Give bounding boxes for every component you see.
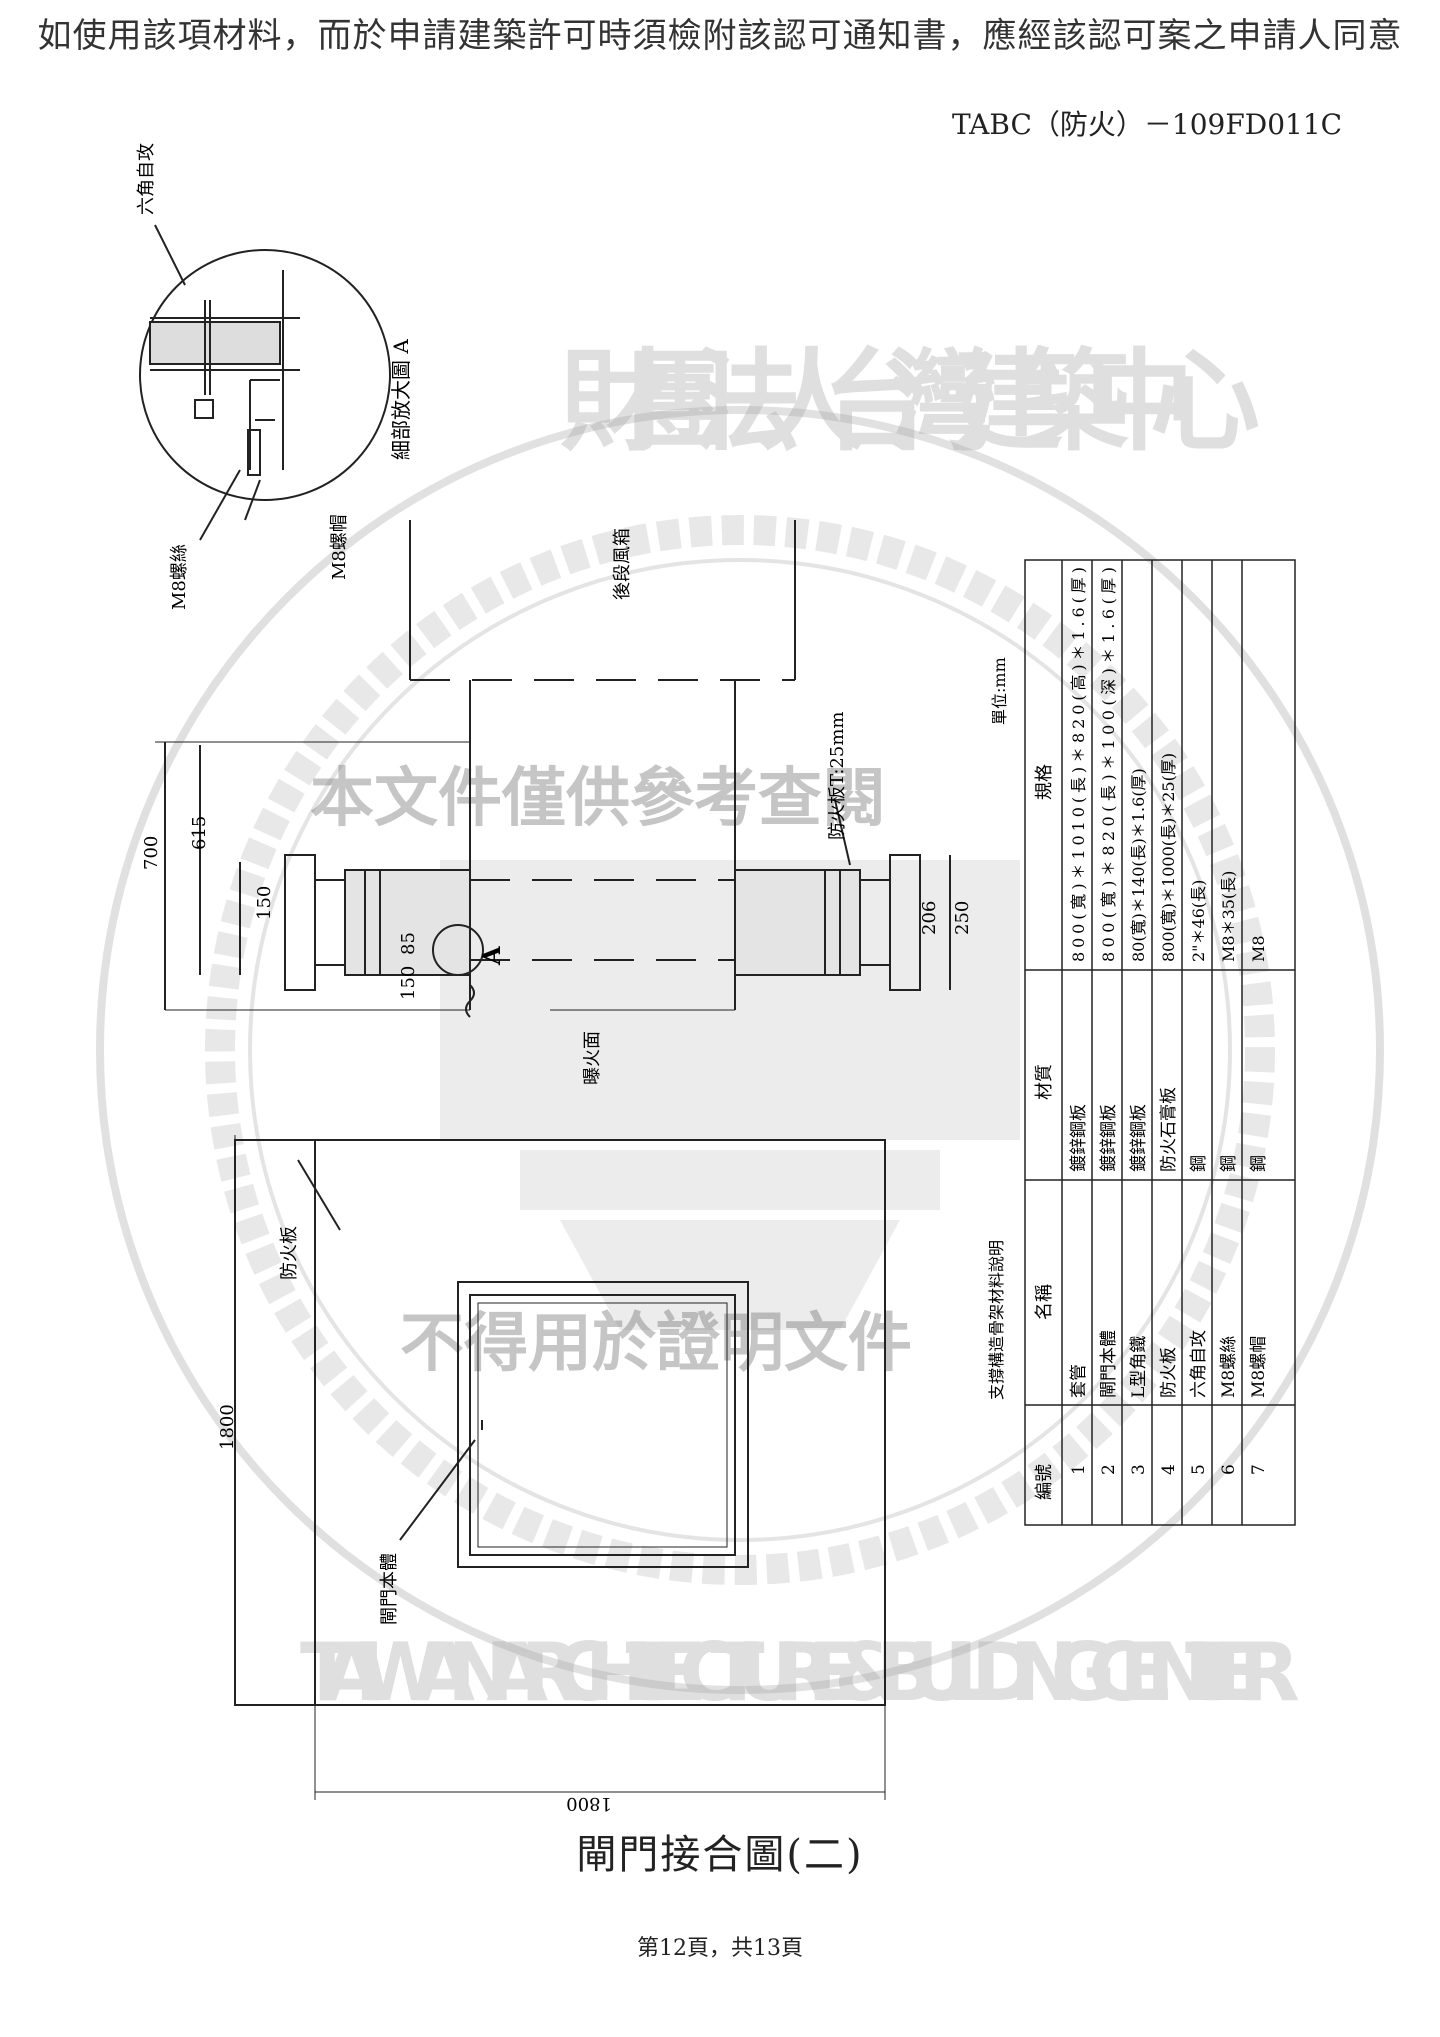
dim-1800-horizontal: 1800 — [566, 1793, 612, 1814]
dim-206: 206 — [919, 901, 940, 935]
usage-notice: 如使用該項材料，而於申請建築許可時須檢附該認可通知書，應經該認可案之申請人同意 — [37, 16, 1403, 56]
watermark-seal — [96, 406, 1384, 1694]
table-row: 3 L型角鐵 鍍鋅鋼板 80(寬)＊140(長)＊1.6(厚) — [1128, 768, 1149, 1475]
label-fireboard-t: 防火板T:25mm — [827, 712, 848, 840]
dim-615: 615 — [189, 816, 210, 850]
svg-text:6: 6 — [1219, 1464, 1239, 1475]
svg-text:防火石膏板: 防火石膏板 — [1158, 1087, 1179, 1172]
svg-text:2: 2 — [1099, 1464, 1119, 1475]
label-damper-body: 閘門本體 — [379, 1553, 400, 1625]
svg-text:800(寬)＊820(長)＊100(深)＊1.6(厚): 800(寬)＊820(長)＊100(深)＊1.6(厚) — [1099, 567, 1118, 962]
svg-text:2"＊46(長): 2"＊46(長) — [1189, 880, 1208, 962]
page-number: 第12頁，共13頁 — [637, 1936, 803, 1961]
th-material: 材質 — [1034, 1064, 1055, 1100]
svg-text:4: 4 — [1159, 1464, 1179, 1475]
svg-text:800(寬)＊1010(長)＊820(高)＊1.6(厚): 800(寬)＊1010(長)＊820(高)＊1.6(厚) — [1069, 567, 1088, 962]
svg-text:鍍鋅鋼板: 鍍鋅鋼板 — [1068, 1104, 1089, 1172]
svg-text:鋼: 鋼 — [1219, 1155, 1239, 1172]
table-row: 2 閘門本體 鍍鋅鋼板 800(寬)＊820(長)＊100(深)＊1.6(厚) — [1098, 567, 1119, 1475]
table-unit: 單位:mm — [990, 657, 1009, 725]
svg-text:L型角鐵: L型角鐵 — [1129, 1336, 1149, 1398]
label-exposed-face: 曝火面 — [582, 1031, 603, 1085]
svg-text:7: 7 — [1249, 1464, 1269, 1475]
plan-view — [234, 1135, 886, 1800]
dim-700: 700 — [141, 836, 162, 870]
svg-text:M8: M8 — [1249, 935, 1268, 962]
detail-a-callout — [139, 224, 391, 541]
svg-text:M8螺絲: M8螺絲 — [1219, 1336, 1239, 1398]
svg-text:防火板: 防火板 — [1159, 1347, 1179, 1398]
svg-text:鍍鋅鋼板: 鍍鋅鋼板 — [1128, 1104, 1149, 1172]
table-title: 支撐構造骨架材料說明 — [987, 1240, 1006, 1400]
svg-text:六角自攻: 六角自攻 — [1189, 1330, 1209, 1398]
dim-1800-vertical: 1800 — [217, 1404, 238, 1450]
marker-a: A — [477, 946, 506, 966]
label-m8-bolt: M8螺絲 — [169, 544, 190, 610]
table-row: 4 防火板 防火石膏板 800(寬)＊1000(長)＊25(厚) — [1158, 753, 1179, 1475]
watermark-stamp-top: 本文件僅供參考查閱 — [310, 762, 886, 836]
svg-text:鋼: 鋼 — [1249, 1155, 1269, 1172]
svg-text:鍍鋅鋼板: 鍍鋅鋼板 — [1098, 1104, 1119, 1172]
document-number: TABC（防火）－109FD011C — [952, 108, 1343, 141]
th-name: 名稱 — [1034, 1284, 1055, 1320]
dim-150-a: 150 — [254, 886, 275, 920]
svg-text:1: 1 — [1069, 1464, 1089, 1475]
watermark-stamp-bottom: 不得用於證明文件 — [400, 1307, 912, 1381]
watermark-ring-en: TAIWAN ARCHITECTURE & BUILDING CENTER — [300, 1626, 1300, 1719]
material-table — [1024, 559, 1296, 1526]
dim-150-b: 150 — [398, 966, 419, 1000]
svg-text:M8＊35(長): M8＊35(長) — [1219, 871, 1238, 962]
svg-text:M8螺帽: M8螺帽 — [1249, 1336, 1269, 1398]
svg-text:800(寬)＊1000(長)＊25(厚): 800(寬)＊1000(長)＊25(厚) — [1159, 753, 1178, 962]
table-row: 7 M8螺帽 鋼 M8 — [1249, 935, 1269, 1475]
dim-85: 85 — [398, 932, 419, 955]
detail-title: 細部放大圖 A — [389, 339, 413, 460]
label-fireboard: 防火板 — [279, 1226, 300, 1280]
svg-text:鋼: 鋼 — [1189, 1155, 1209, 1172]
damper-section — [155, 520, 951, 1018]
table-row: 5 六角自攻 鋼 2"＊46(長) — [1189, 880, 1209, 1475]
th-spec: 規格 — [1034, 764, 1055, 800]
svg-text:5: 5 — [1189, 1464, 1209, 1475]
svg-text:3: 3 — [1129, 1464, 1149, 1475]
svg-text:套管: 套管 — [1069, 1364, 1089, 1398]
table-row: 6 M8螺絲 鋼 M8＊35(長) — [1219, 871, 1239, 1475]
svg-text:80(寬)＊140(長)＊1.6(厚): 80(寬)＊140(長)＊1.6(厚) — [1129, 768, 1148, 962]
label-duct: 後段風箱 — [612, 528, 633, 600]
watermark-ring-cn: 財團法人台灣建築中心 — [560, 338, 1260, 466]
dim-250: 250 — [952, 901, 973, 935]
svg-text:閘門本體: 閘門本體 — [1099, 1330, 1119, 1398]
label-hex-screw: 六角自攻 — [136, 143, 157, 215]
label-m8-nut: M8螺帽 — [329, 514, 350, 580]
th-no: 編號 — [1034, 1464, 1055, 1500]
drawing-caption: 閘門接合圖(二) — [576, 1832, 864, 1878]
